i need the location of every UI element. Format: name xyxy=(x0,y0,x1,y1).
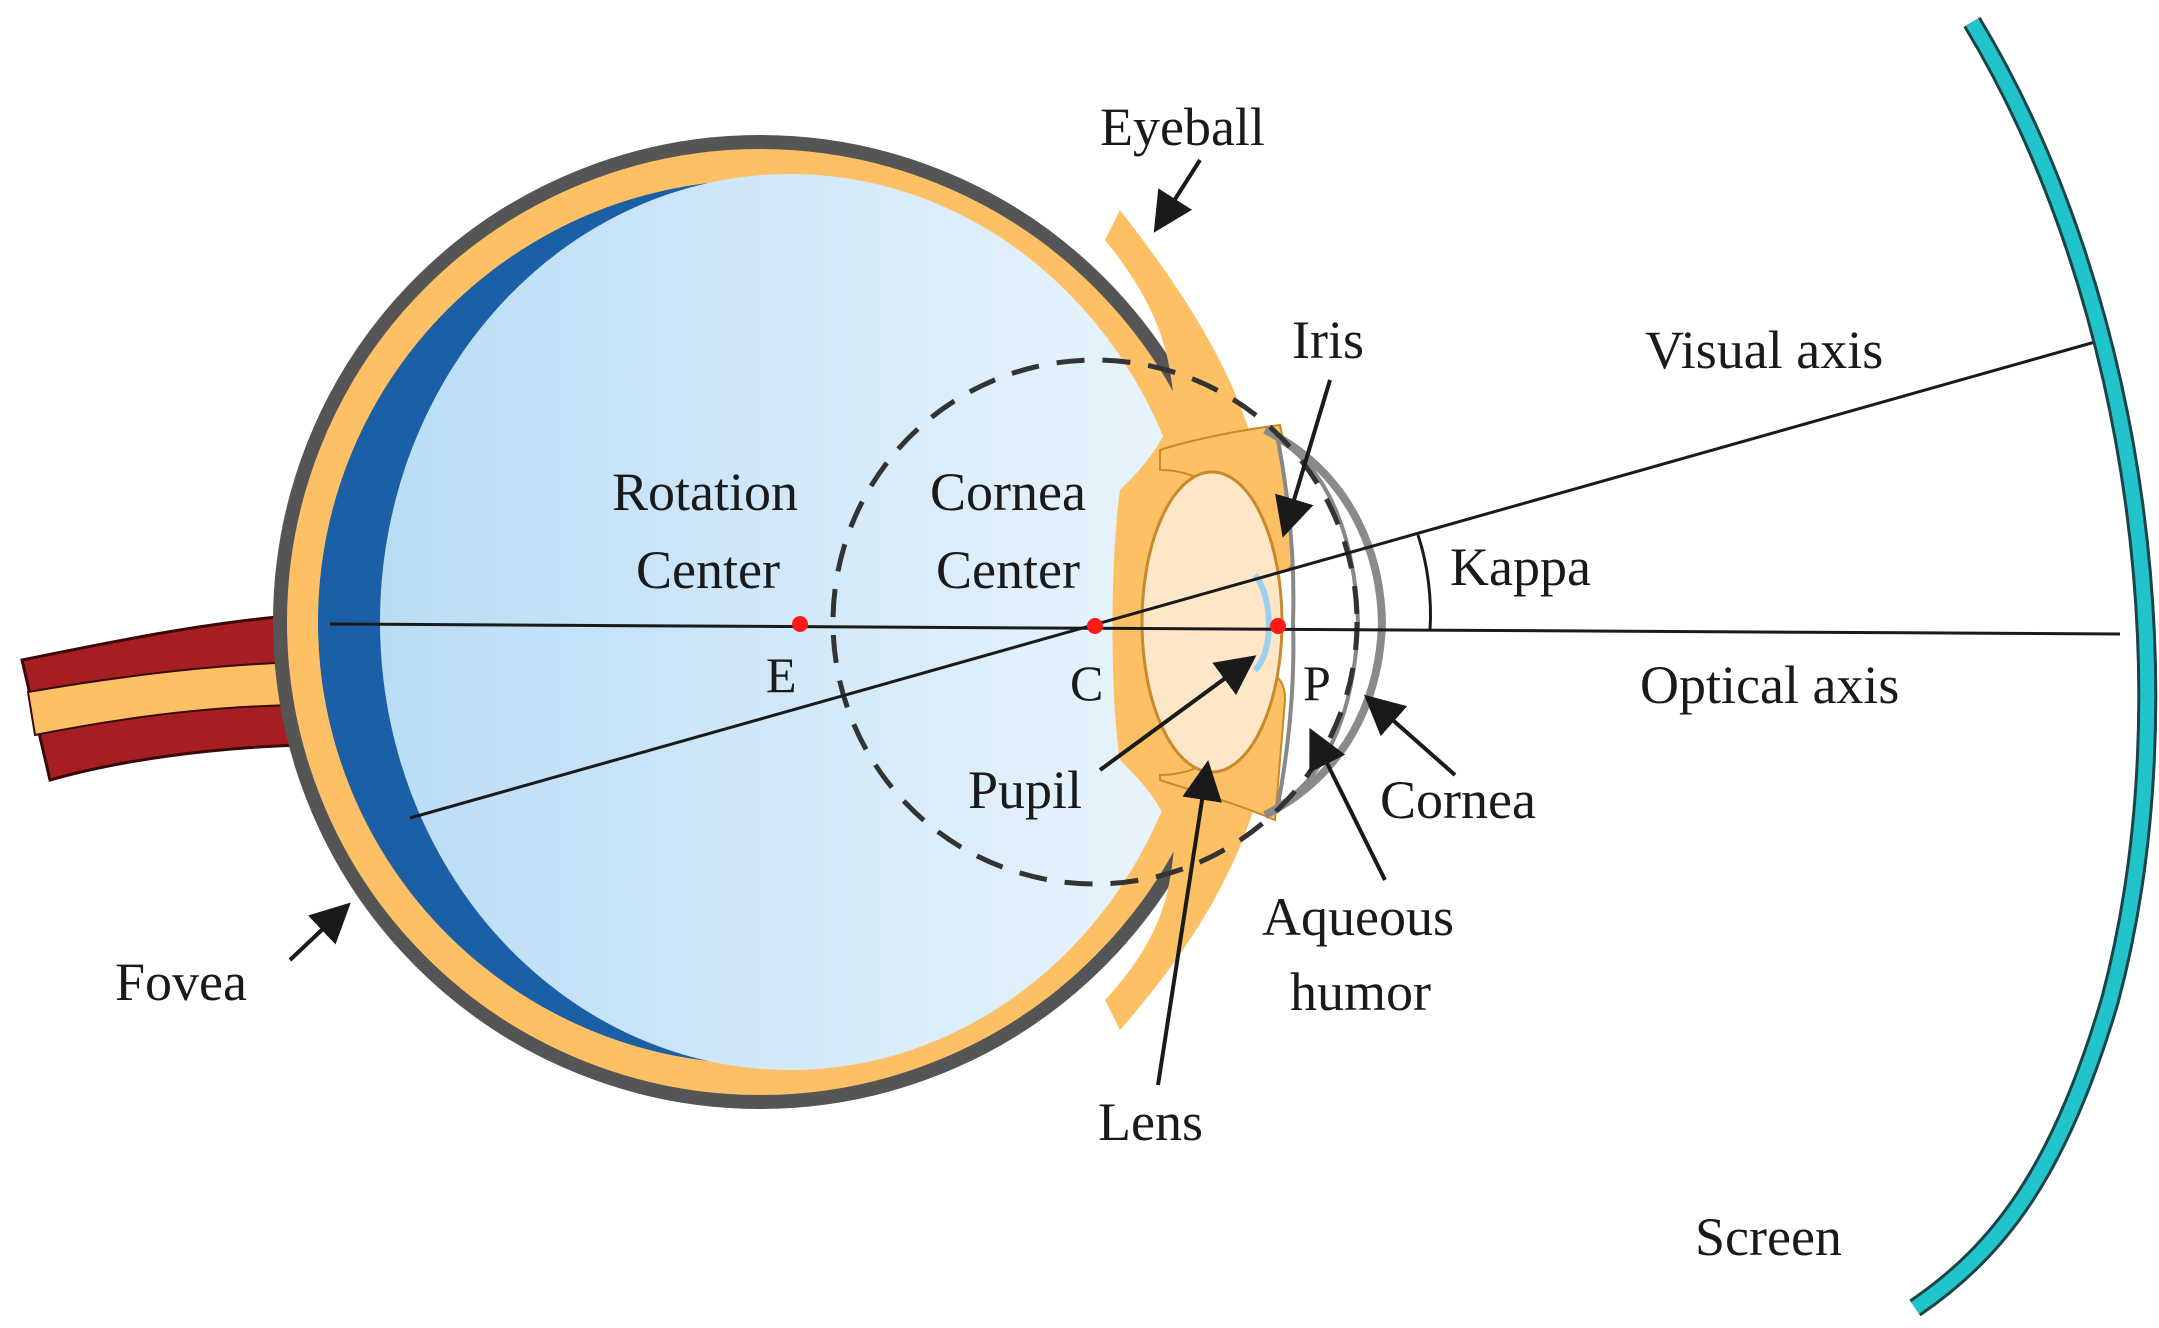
cornea-pointer xyxy=(1364,694,1457,777)
screen-face xyxy=(1911,18,2155,1314)
cornea-center-label-line2: Center xyxy=(936,540,1080,600)
pupil-gap xyxy=(1252,573,1272,673)
visual-axis-line xyxy=(409,340,2096,820)
aqueous-humor-label-line2: humor xyxy=(1290,962,1431,1022)
kappa-label: Kappa xyxy=(1450,537,1591,597)
optic-nerve xyxy=(20,613,302,782)
rotation-center-label-line1: Rotation xyxy=(612,462,798,522)
fovea-label: Fovea xyxy=(115,952,247,1012)
pupil-label: Pupil xyxy=(968,760,1082,820)
cornea-label: Cornea xyxy=(1380,770,1536,830)
lens-pointer xyxy=(1156,760,1222,1086)
iris-label: Iris xyxy=(1292,310,1364,370)
optical-axis-label: Optical axis xyxy=(1640,655,1899,715)
cornea-center-marker xyxy=(1087,618,1103,634)
pupil-center-marker xyxy=(1270,618,1286,634)
aqueous-humor-pointer xyxy=(1309,727,1387,881)
cornea-sphere-dashed xyxy=(830,357,1360,887)
vitreous-body xyxy=(380,174,1200,1070)
eyeball-label: Eyeball xyxy=(1100,97,1265,157)
screen xyxy=(1909,16,2158,1317)
cornea-center-label-line1: Cornea xyxy=(930,462,1086,522)
rotation-center-label-line2: Center xyxy=(636,540,780,600)
visual-axis-label: Visual axis xyxy=(1645,320,1883,380)
iris-pointer xyxy=(1275,379,1332,538)
lens xyxy=(1140,470,1284,774)
point-c-label: C xyxy=(1070,655,1103,711)
aqueous-humor-label-line1: Aqueous xyxy=(1262,887,1454,947)
kappa-angle-arc xyxy=(1416,534,1432,631)
pupil-pointer xyxy=(1098,655,1257,772)
optical-axis-line xyxy=(329,622,2121,636)
lens-label: Lens xyxy=(1098,1092,1203,1152)
screen-label: Screen xyxy=(1695,1207,1842,1267)
point-p-label: P xyxy=(1303,655,1331,711)
rotation-center-marker xyxy=(792,616,808,632)
point-e-label: E xyxy=(766,647,797,703)
fovea-pointer xyxy=(288,902,351,962)
eyeball-pointer xyxy=(1153,158,1202,233)
